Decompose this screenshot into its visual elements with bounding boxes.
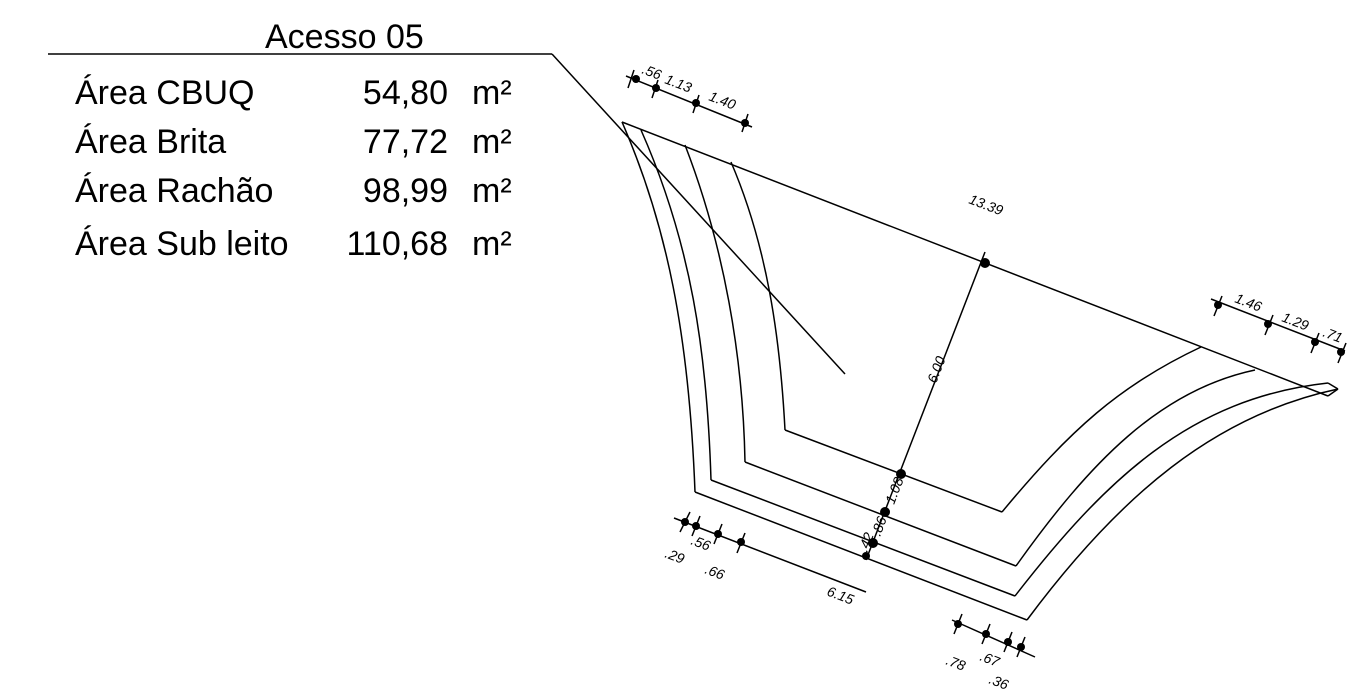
right-end-cap-2 <box>1327 388 1339 397</box>
dim-label: 1.40 <box>707 88 738 113</box>
dim-label-vertical: 6.00 <box>924 354 949 385</box>
left-layer-outer <box>621 121 696 493</box>
dim-dot <box>681 518 689 526</box>
top-left-dim-line <box>625 75 753 128</box>
dimension-labels: .56 1.13 1.40 13.39 1.46 1.29 .71 6.00 1… <box>640 61 1345 693</box>
area-table: Área CBUQ 54,80 m² Área Brita 77,72 m² Á… <box>75 74 512 263</box>
dim-dot <box>880 507 890 517</box>
right-end-cap <box>1327 382 1339 390</box>
area-label: Área Rachão <box>75 172 273 210</box>
dim-label: .86 <box>868 514 890 538</box>
right-layer-outer <box>1026 388 1339 621</box>
left-layer-inner <box>730 161 786 431</box>
dim-label: .56 <box>640 61 664 83</box>
right-layer-3 <box>1015 369 1256 567</box>
dim-label: 1.46 <box>1233 290 1264 315</box>
drawing-title: Acesso 05 <box>265 18 424 56</box>
area-label: Área CBUQ <box>75 74 255 112</box>
area-value: 77,72 <box>363 123 448 161</box>
top-edge-line <box>621 121 1329 397</box>
dim-dot <box>1311 338 1319 346</box>
dim-dot <box>1337 348 1345 356</box>
dim-label-main-top: 13.39 <box>967 191 1006 219</box>
dim-label: 1.13 <box>663 71 694 96</box>
area-label: Área Sub leito <box>75 225 289 263</box>
dim-label: 1.29 <box>1280 309 1311 334</box>
dim-label: .36 <box>987 671 1011 693</box>
right-layer-2 <box>1014 382 1329 597</box>
tick <box>627 69 635 89</box>
dim-label: .67 <box>978 648 1003 670</box>
dim-dot <box>1214 301 1222 309</box>
dimension-markers <box>627 69 1347 658</box>
left-layer-3 <box>684 144 746 463</box>
dim-label: .42 <box>855 530 877 554</box>
bottom-left-dim-line <box>673 517 867 593</box>
area-value: 54,80 <box>363 74 448 112</box>
dim-label: .29 <box>663 545 687 567</box>
dim-dot <box>741 119 749 127</box>
dim-dot <box>692 99 700 107</box>
dim-dot <box>714 530 722 538</box>
dim-dot <box>632 75 640 83</box>
dim-dot <box>980 258 990 268</box>
dim-dot <box>652 84 660 92</box>
dim-dot <box>954 620 962 628</box>
bottom-layer-inner <box>784 429 1003 513</box>
area-unit: m² <box>472 225 512 263</box>
bottom-layer-2 <box>710 479 1016 597</box>
dim-label: .71 <box>1321 324 1345 346</box>
bottom-layer-outer <box>694 491 1028 621</box>
right-layer-inner <box>1001 346 1202 513</box>
dim-dot <box>982 630 990 638</box>
pavement-outline <box>621 75 1346 658</box>
dim-dot <box>737 538 745 546</box>
area-label: Área Brita <box>75 123 226 161</box>
dim-dot <box>1017 643 1025 651</box>
area-unit: m² <box>472 74 512 112</box>
area-value: 110,68 <box>347 225 448 263</box>
dim-label: .56 <box>689 532 713 554</box>
dim-dot <box>692 522 700 530</box>
dim-label: .66 <box>703 561 727 583</box>
dim-dot <box>868 538 878 548</box>
area-value: 98,99 <box>363 172 448 210</box>
leader-line <box>551 53 846 375</box>
area-unit: m² <box>472 123 512 161</box>
dim-dot <box>1004 638 1012 646</box>
area-unit: m² <box>472 172 512 210</box>
dim-label: .78 <box>944 652 968 674</box>
dim-dot <box>862 552 870 560</box>
left-layer-2 <box>640 129 712 481</box>
top-right-dim-line <box>1210 298 1346 352</box>
dim-label: 1.08 <box>882 475 907 506</box>
dim-dot <box>896 469 906 479</box>
dim-dot <box>1264 320 1272 328</box>
